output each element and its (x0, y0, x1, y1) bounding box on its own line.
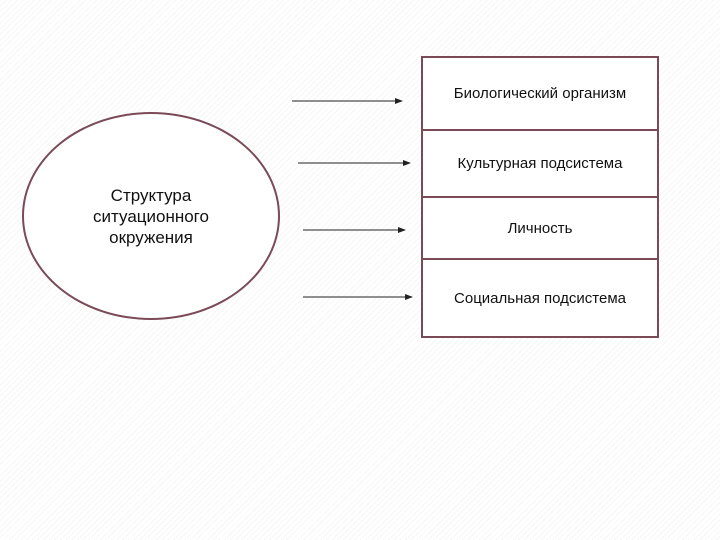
box-cultural-subsystem: Культурная подсистема (421, 129, 659, 198)
center-label-line-1: Структура (110, 185, 192, 205)
biological-organism-label: Биологический организм (453, 85, 627, 102)
box-personality: Личность (421, 196, 659, 260)
cultural-subsystem-label: Культурная подсистема (457, 155, 623, 172)
situational-environment-label: Структура ситуационного окружения (76, 185, 226, 248)
center-label-line-3: окружения (109, 227, 193, 247)
personality-label: Личность (507, 219, 573, 237)
social-subsystem-label: Социальная подсистема (454, 289, 626, 307)
box-social-subsystem: Социальная подсистема (421, 258, 659, 338)
box-biological-organism: Биологический организм (421, 56, 659, 131)
situational-environment-node: Структура ситуационного окружения (22, 112, 280, 320)
center-label-line-2: ситуационного (93, 206, 209, 226)
